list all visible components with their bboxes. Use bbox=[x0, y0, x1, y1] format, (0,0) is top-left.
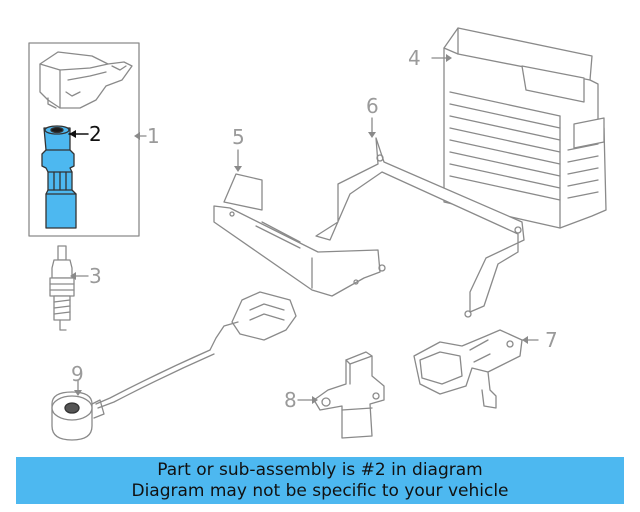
arrowheads bbox=[70, 54, 528, 404]
callout-9: 9 bbox=[71, 362, 84, 386]
coil-boot-part-2[interactable] bbox=[41, 125, 77, 229]
control-module-part-4 bbox=[443, 27, 607, 229]
mounting-bracket-part-6 bbox=[315, 137, 525, 318]
callout-4: 4 bbox=[408, 46, 421, 70]
callout-5: 5 bbox=[232, 125, 245, 149]
info-banner: Part or sub-assembly is #2 in diagram Di… bbox=[16, 457, 624, 504]
spark-plug-part-3 bbox=[49, 245, 75, 331]
sensor-part-9 bbox=[51, 291, 297, 441]
mounting-bracket-part-5 bbox=[213, 173, 381, 297]
callout-2[interactable]: 2 bbox=[89, 122, 102, 146]
callout-8: 8 bbox=[284, 388, 297, 412]
sensor-part-8 bbox=[313, 351, 385, 439]
banner-line-2: Diagram may not be specific to your vehi… bbox=[131, 480, 509, 501]
callout-6: 6 bbox=[366, 94, 379, 118]
parts-diagram: 1 2 3 4 5 6 7 8 9 bbox=[28, 27, 607, 441]
banner-line-1: Part or sub-assembly is #2 in diagram bbox=[157, 459, 483, 480]
callout-7: 7 bbox=[545, 328, 558, 352]
callout-1: 1 bbox=[147, 124, 160, 148]
sensor-part-7 bbox=[413, 329, 523, 409]
callout-3: 3 bbox=[89, 264, 102, 288]
arrowhead-active bbox=[69, 130, 76, 138]
